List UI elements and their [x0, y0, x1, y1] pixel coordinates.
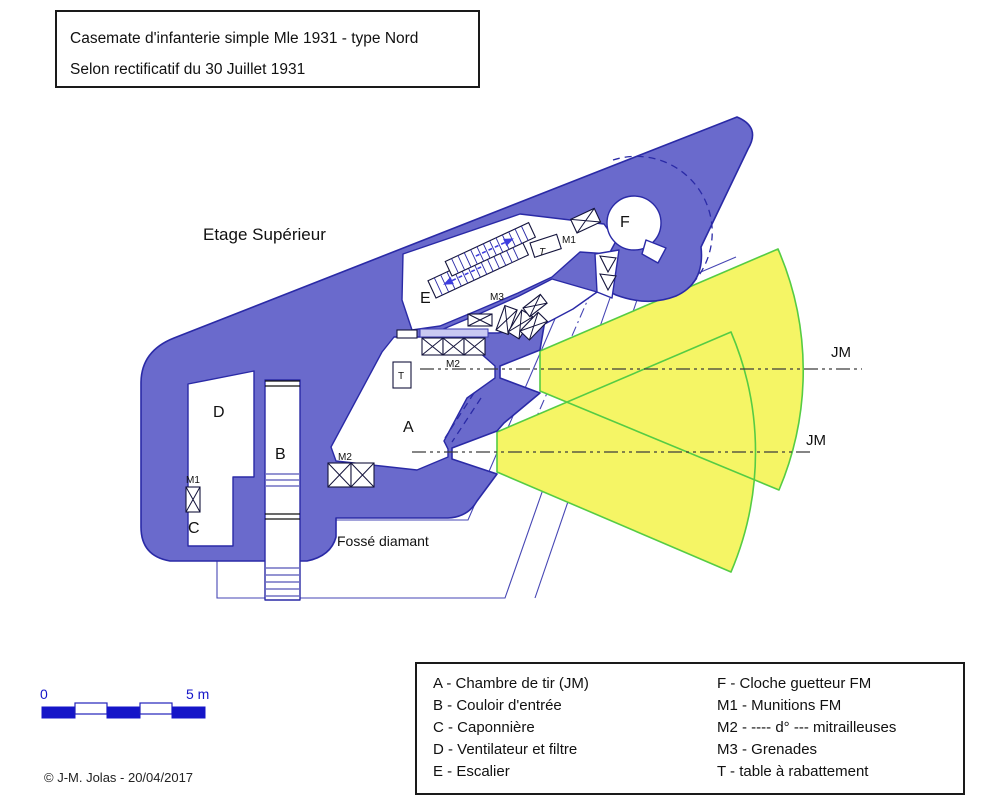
legend-item-E: E - Escalier: [433, 763, 510, 780]
legend-item-A: A - Chambre de tir (JM): [433, 675, 589, 692]
room-label-B: B: [275, 446, 286, 463]
folding-table-upper: [529, 233, 562, 258]
scale-start-label: 0: [40, 686, 48, 702]
room-A: [330, 336, 496, 471]
axis-label-upper: JM: [831, 344, 851, 361]
ammo-M1-left: [185, 486, 201, 513]
scale-end-label: 5 m: [186, 686, 209, 702]
firing-arc-upper-outline: [539, 248, 804, 491]
legend-item-C: C - Caponnière: [433, 719, 535, 736]
legend-item-F: F - Cloche guetteur FM: [717, 675, 872, 692]
title-line-1: Casemate d'infanterie simple Mle 1931 - …: [70, 30, 419, 47]
label-M2-upper: M2: [446, 359, 460, 370]
legend-column-right: F - Cloche guetteur FM M1 - Munitions FM…: [717, 673, 896, 783]
cloche-niche: [641, 239, 667, 264]
corridor-B: [264, 379, 301, 601]
label-M2-lower: M2: [338, 452, 352, 463]
title-line-2: Selon rectificatif du 30 Juillet 1931: [70, 61, 306, 78]
legend-box: A - Chambre de tir (JM) B - Couloir d'en…: [415, 662, 965, 795]
label-M3: M3: [490, 292, 504, 303]
legend-column-left: A - Chambre de tir (JM) B - Couloir d'en…: [433, 673, 589, 783]
legend-item-D: D - Ventilateur et filtre: [433, 741, 578, 758]
ammo-M3-cluster: [467, 293, 549, 341]
staircase-upper-flight: [444, 221, 537, 277]
legend-item-M1: M1 - Munitions FM: [717, 697, 842, 714]
observation-cloche-F: [606, 195, 662, 251]
entrance-door-mark: [599, 255, 617, 292]
ammo-M2-upper: [396, 328, 489, 356]
floor-label: Etage Supérieur: [203, 225, 326, 244]
label-M1-upper: M1: [562, 235, 576, 246]
embrasure-lintel-lines: [444, 392, 482, 443]
legend-item-M2: M2 - ---- d° --- mitrailleuses: [717, 719, 897, 736]
room-D-and-C: [187, 370, 255, 547]
room-label-E: E: [420, 290, 431, 307]
legend-item-B: B - Couloir d'entrée: [433, 697, 562, 714]
legend-item-M3: M3 - Grenades: [717, 741, 818, 758]
legend-item-T: T - table à rabattement: [717, 763, 869, 780]
room-label-A: A: [403, 419, 414, 436]
moat-label: Fossé diamant: [337, 533, 429, 549]
credit-text: © J-M. Jolas - 20/04/2017: [44, 770, 194, 785]
ammo-M2-lower: [327, 462, 375, 488]
room-label-D: D: [213, 404, 225, 421]
label-T-upper: T: [539, 247, 546, 258]
title-box: Casemate d'infanterie simple Mle 1931 - …: [55, 10, 480, 88]
firing-arc-lower-outline: [496, 331, 757, 573]
moat-steps: [266, 567, 299, 597]
scale-bar: [41, 702, 206, 719]
label-M1-left: M1: [186, 475, 200, 486]
axis-label-lower: JM: [806, 432, 826, 449]
cloche-radius-arc: [612, 155, 713, 289]
ammo-M1-upper: [569, 207, 602, 234]
folding-table-room-A: [392, 361, 412, 389]
room-label-F: F: [620, 214, 630, 231]
staircase-lower-flight: [427, 236, 530, 299]
room-label-C: C: [188, 520, 200, 537]
label-T-room: T: [398, 371, 404, 382]
door-lines-corridor-B: [265, 380, 300, 520]
